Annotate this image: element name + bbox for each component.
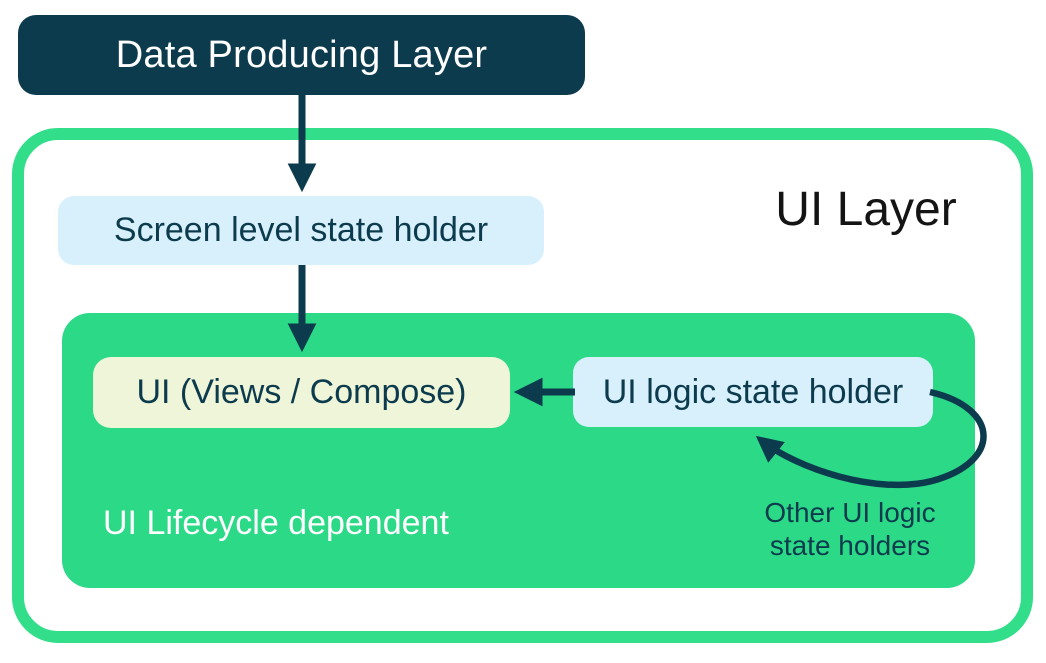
screen-state-holder-label: Screen level state holder (113, 211, 489, 249)
data-producing-layer-box: Data Producing Layer (18, 15, 585, 95)
ui-logic-state-holder-box: UI logic state holder (573, 357, 933, 427)
other-ui-logic-note: Other UI logic state holders (735, 496, 965, 562)
ui-logic-state-holder-label: UI logic state holder (602, 372, 904, 411)
other-ui-logic-note-line1: Other UI logic (764, 497, 936, 528)
data-producing-layer-label: Data Producing Layer (115, 33, 488, 76)
other-ui-logic-note-line2: state holders (769, 530, 931, 561)
ui-layer-title: UI Layer (775, 183, 957, 236)
ui-views-compose-label: UI (Views / Compose) (136, 373, 467, 411)
screen-state-holder-box: Screen level state holder (58, 196, 544, 265)
ui-views-compose-box: UI (Views / Compose) (93, 357, 510, 428)
lifecycle-caption: UI Lifecycle dependent (103, 504, 449, 542)
